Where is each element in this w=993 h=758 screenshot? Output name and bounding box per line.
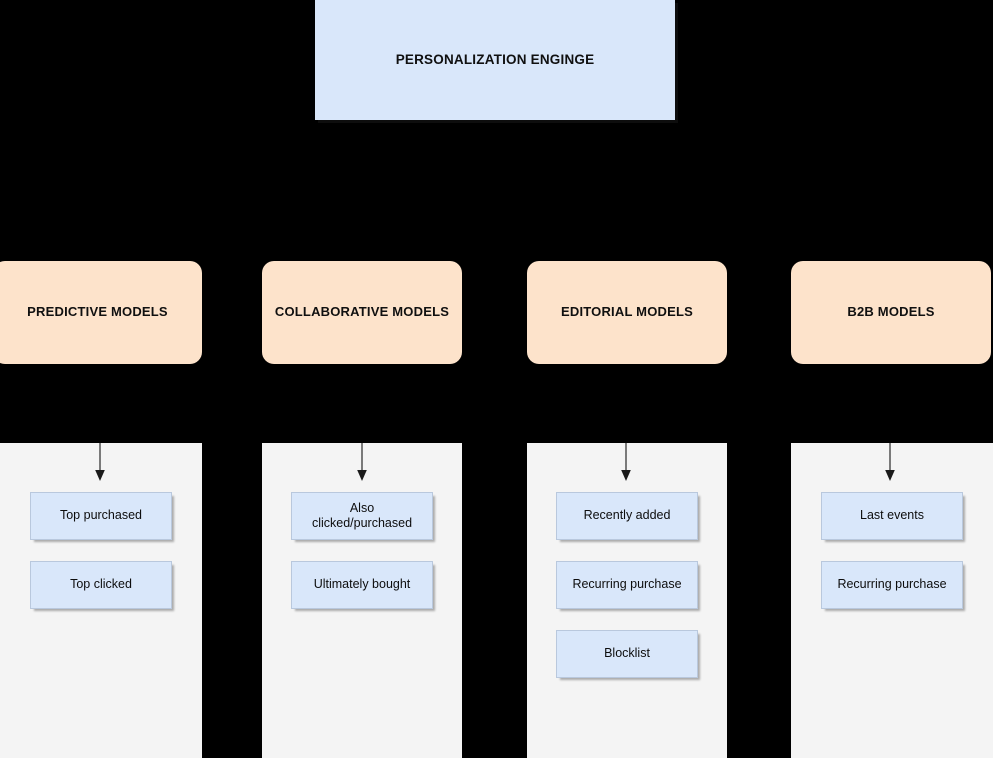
- item-label: Recurring purchase: [837, 577, 947, 592]
- item-label: Recurring purchase: [572, 577, 682, 592]
- item-list: Last events Recurring purchase: [791, 492, 993, 609]
- model-box-b2b[interactable]: B2B MODELS: [791, 261, 991, 364]
- column-panel-editorial: Recently added Recurring purchase Blockl…: [527, 443, 727, 758]
- model-box-predictive[interactable]: PREDICTIVE MODELS: [0, 261, 202, 364]
- column-panel-predictive: Top purchased Top clicked: [0, 443, 202, 758]
- item-box[interactable]: Recurring purchase: [556, 561, 698, 609]
- model-box-label: PREDICTIVE MODELS: [27, 304, 168, 320]
- item-label: Recently added: [583, 508, 671, 523]
- item-box[interactable]: Ultimately bought: [291, 561, 433, 609]
- personalization-engine-box[interactable]: PERSONALIZATION ENGINGE: [315, 0, 675, 120]
- item-label: Last events: [860, 508, 924, 523]
- model-box-label: B2B MODELS: [847, 304, 935, 320]
- column-panel-b2b: Last events Recurring purchase: [791, 443, 993, 758]
- model-box-label: COLLABORATIVE MODELS: [274, 304, 450, 320]
- item-list: Top purchased Top clicked: [0, 492, 202, 609]
- item-box[interactable]: Top purchased: [30, 492, 172, 540]
- model-box-collaborative[interactable]: COLLABORATIVE MODELS: [262, 261, 462, 364]
- model-box-label: EDITORIAL MODELS: [560, 304, 693, 320]
- item-box[interactable]: Recurring purchase: [821, 561, 963, 609]
- item-list: Recently added Recurring purchase Blockl…: [527, 492, 727, 678]
- item-box[interactable]: Blocklist: [556, 630, 698, 678]
- item-box[interactable]: Top clicked: [30, 561, 172, 609]
- item-box[interactable]: Also clicked/purchased: [291, 492, 433, 540]
- item-box[interactable]: Last events: [821, 492, 963, 540]
- item-label: Also clicked/purchased: [311, 500, 413, 530]
- item-label: Ultimately bought: [313, 577, 411, 592]
- item-box[interactable]: Recently added: [556, 492, 698, 540]
- item-list: Also clicked/purchased Ultimately bought: [262, 492, 462, 609]
- column-panel-collaborative: Also clicked/purchased Ultimately bought: [262, 443, 462, 758]
- item-label: Top purchased: [59, 508, 142, 523]
- item-label: Top clicked: [70, 577, 132, 592]
- model-box-editorial[interactable]: EDITORIAL MODELS: [527, 261, 727, 364]
- personalization-engine-label: PERSONALIZATION ENGINGE: [395, 51, 595, 67]
- item-label: Blocklist: [604, 646, 650, 661]
